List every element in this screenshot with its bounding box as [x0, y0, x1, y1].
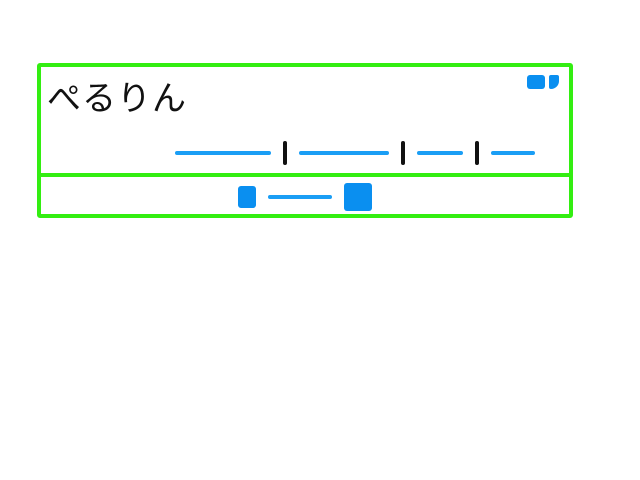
next-icon[interactable] — [344, 183, 372, 211]
prev-icon[interactable] — [238, 186, 256, 208]
header-actions — [527, 75, 559, 89]
menu-icon[interactable] — [527, 75, 545, 89]
nav-link-1[interactable] — [175, 151, 271, 155]
nav-separator — [283, 141, 287, 165]
header-panel: ぺるりん — [37, 63, 573, 218]
nav-link-4[interactable] — [491, 151, 535, 155]
nav-links — [175, 141, 535, 165]
sub-bar-link[interactable] — [268, 195, 332, 199]
settings-icon[interactable] — [549, 75, 559, 89]
sub-bar — [41, 179, 569, 215]
nav-separator — [401, 141, 405, 165]
site-title: ぺるりん — [47, 79, 187, 119]
nav-link-2[interactable] — [299, 151, 389, 155]
nav-link-3[interactable] — [417, 151, 463, 155]
header-divider — [41, 173, 569, 177]
nav-separator — [475, 141, 479, 165]
